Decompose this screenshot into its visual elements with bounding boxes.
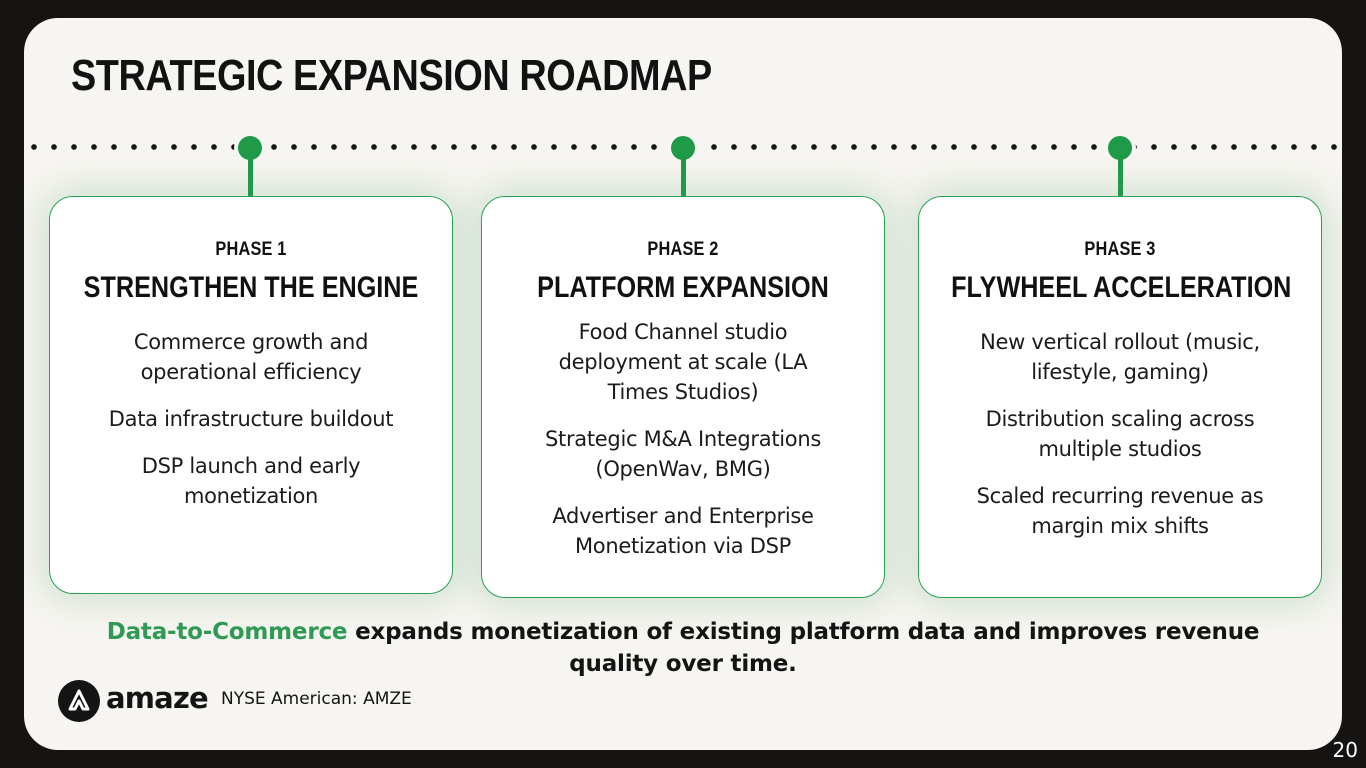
phase-bullet: Scaled recurring revenue as margin mix s… bbox=[976, 484, 1264, 538]
phase-heading: FLYWHEEL ACCELERATION bbox=[951, 271, 1292, 304]
logo-wordmark: amaze bbox=[106, 681, 209, 715]
stock-ticker: NYSE American: AMZE bbox=[221, 689, 412, 709]
phase-bullet: New vertical rollout (music, lifestyle, … bbox=[980, 330, 1260, 384]
phase-bullet: Advertiser and Enterprise Monetization v… bbox=[552, 504, 814, 558]
tagline: Data-to-Commerce expands monetization of… bbox=[84, 616, 1282, 680]
slide-title: STRATEGIC EXPANSION ROADMAP bbox=[71, 51, 712, 100]
timeline-connector-phase-2 bbox=[681, 154, 686, 198]
tagline-highlight: Data-to-Commerce bbox=[106, 619, 348, 645]
tagline-text: expands monetization of existing platfor… bbox=[355, 619, 1260, 677]
phase-label: PHASE 3 bbox=[1084, 239, 1156, 260]
amaze-logo-icon bbox=[58, 680, 100, 722]
phase-card-3: PHASE 3 FLYWHEEL ACCELERATION New vertic… bbox=[918, 196, 1322, 598]
phase-label: PHASE 2 bbox=[647, 239, 719, 260]
phase-bullet-list: New vertical rollout (music, lifestyle, … bbox=[955, 327, 1285, 541]
phase-bullet-list: Commerce growth and operational efficien… bbox=[86, 327, 416, 511]
phase-heading: STRENGTHEN THE ENGINE bbox=[83, 271, 419, 304]
phase-bullet: Commerce growth and operational efficien… bbox=[133, 330, 369, 384]
phase-bullet: Food Channel studio deployment at scale … bbox=[558, 320, 808, 404]
slide: STRATEGIC EXPANSION ROADMAP PHASE 1 STRE… bbox=[24, 18, 1342, 750]
phase-bullet: Data infrastructure buildout bbox=[108, 407, 394, 431]
page-number: 20 bbox=[1332, 738, 1358, 762]
phase-bullet: DSP launch and early monetization bbox=[141, 454, 361, 508]
timeline-connector-phase-3 bbox=[1118, 154, 1123, 198]
phase-bullet-list: Food Channel studio deployment at scale … bbox=[518, 317, 848, 561]
phase-bullet: Strategic M&A Integrations (OpenWav, BMG… bbox=[545, 427, 821, 481]
phase-heading: PLATFORM EXPANSION bbox=[537, 271, 829, 304]
phase-bullet: Distribution scaling across multiple stu… bbox=[985, 407, 1255, 461]
phase-label: PHASE 1 bbox=[215, 239, 287, 260]
timeline-connector-phase-1 bbox=[248, 154, 253, 198]
phase-card-1: PHASE 1 STRENGTHEN THE ENGINE Commerce g… bbox=[49, 196, 453, 594]
phase-card-2: PHASE 2 PLATFORM EXPANSION Food Channel … bbox=[481, 196, 885, 598]
